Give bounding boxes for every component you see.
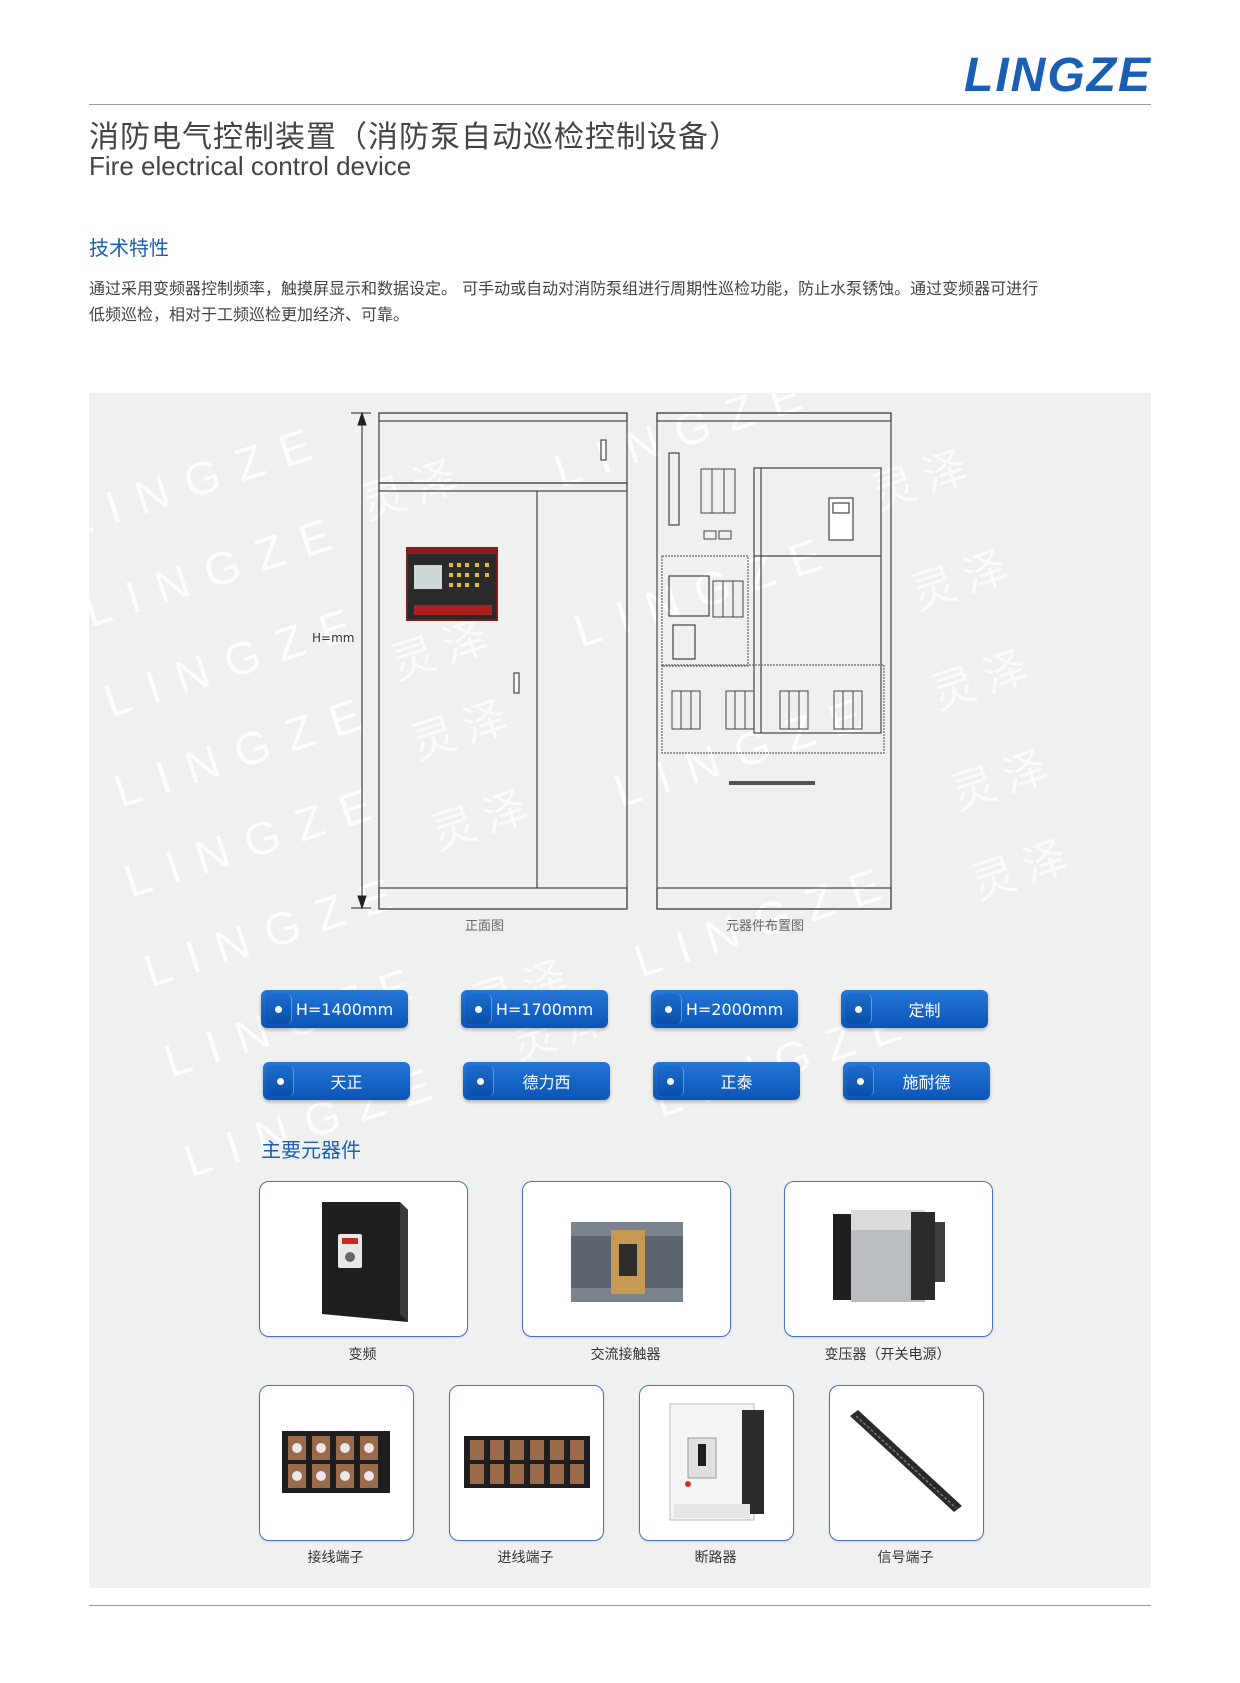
- bullet-icon: [265, 994, 292, 1024]
- features-line-2: 低频巡检，相对于工频巡检更加经济、可靠。: [89, 305, 410, 324]
- front-view: [378, 412, 628, 910]
- height-dimension-label: H=mm: [312, 631, 355, 645]
- component-caption: 交流接触器: [590, 1347, 661, 1363]
- brand-logo: LINGZE: [964, 49, 1152, 102]
- component-card-circuit-breaker[interactable]: [639, 1385, 794, 1541]
- contactor-icon: [571, 1222, 683, 1302]
- bullet-icon: [267, 1066, 294, 1096]
- component-caption: 进线端子: [497, 1550, 554, 1566]
- component-card-transformer[interactable]: [784, 1181, 993, 1337]
- height-option-1400[interactable]: H=1400mm: [261, 990, 408, 1028]
- transformer-icon: [833, 1210, 945, 1302]
- brand-option-schneider[interactable]: 施耐德: [843, 1062, 990, 1100]
- height-option-1700[interactable]: H=1700mm: [461, 990, 608, 1028]
- component-card-inverter[interactable]: [259, 1181, 468, 1337]
- component-card-incoming-terminal[interactable]: [449, 1385, 604, 1541]
- incoming-terminal-icon: [464, 1436, 590, 1488]
- page-subtitle: Fire electrical control device: [89, 151, 412, 181]
- component-card-contactor[interactable]: [522, 1181, 731, 1337]
- component-caption: 接线端子: [307, 1550, 364, 1566]
- height-option-2000[interactable]: H=2000mm: [651, 990, 798, 1028]
- bullet-icon: [845, 994, 872, 1024]
- component-caption: 变频: [348, 1347, 377, 1363]
- features-description: 通过采用变频器控制频率，触摸屏显示和数据设定。 可手动或自动对消防泵组进行周期性…: [89, 276, 1151, 328]
- features-line-1: 通过采用变频器控制频率，触摸屏显示和数据设定。 可手动或自动对消防泵组进行周期性…: [89, 279, 1039, 298]
- signal-terminal-icon: [850, 1410, 962, 1512]
- component-caption: 断路器: [694, 1550, 737, 1566]
- component-caption: 变压器（开关电源）: [824, 1347, 951, 1363]
- cabinet-drawing: [351, 411, 892, 910]
- spec-panel: LINGZE LINGZE LINGZE LINGZE LINGZE LINGZ…: [89, 393, 1151, 1588]
- bullet-icon: [847, 1066, 874, 1096]
- brand-option-tianzheng[interactable]: 天正: [263, 1062, 410, 1100]
- bullet-icon: [467, 1066, 494, 1096]
- component-card-wiring-terminal[interactable]: [259, 1385, 414, 1541]
- layout-view: [656, 412, 892, 910]
- component-caption: 信号端子: [877, 1550, 934, 1566]
- height-option-custom[interactable]: 定制: [841, 990, 988, 1028]
- bullet-icon: [657, 1066, 684, 1096]
- bottom-divider: [89, 1605, 1151, 1606]
- brand-option-chint[interactable]: 正泰: [653, 1062, 800, 1100]
- circuit-breaker-icon: [669, 1403, 764, 1521]
- brand-option-delixi[interactable]: 德力西: [463, 1062, 610, 1100]
- bullet-icon: [465, 994, 492, 1024]
- bullet-icon: [655, 994, 682, 1024]
- wiring-terminal-icon: [282, 1431, 390, 1493]
- page-title: 消防电气控制装置（消防泵自动巡检控制设备）: [89, 120, 740, 155]
- component-card-signal-terminal[interactable]: [829, 1385, 984, 1541]
- layout-view-caption: 元器件布置图: [726, 919, 805, 934]
- inverter-icon: [322, 1202, 408, 1322]
- controller-panel-icon: [406, 547, 498, 621]
- components-heading: 主要元器件: [261, 1138, 361, 1162]
- features-heading: 技术特性: [89, 236, 169, 260]
- top-divider: [89, 104, 1151, 105]
- front-view-caption: 正面图: [465, 919, 505, 934]
